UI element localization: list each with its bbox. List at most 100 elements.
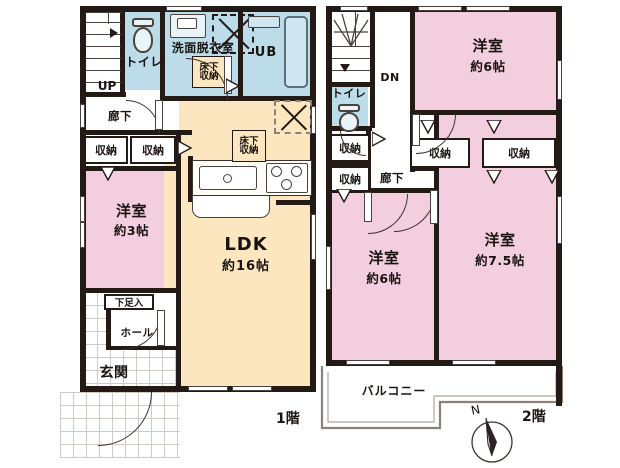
window-1f-east-a — [311, 106, 316, 134]
closet-marker-2e — [486, 170, 502, 184]
room-bed-north-6jo — [414, 10, 562, 114]
label-balcony: バルコニー — [344, 384, 444, 398]
label-hall-1f: ホール — [112, 327, 162, 340]
label-corridor-2f-text: 廊下 — [380, 171, 404, 185]
wall-1f-hall-west — [106, 310, 111, 350]
label-corridor-1f-text: 廊下 — [108, 109, 132, 123]
stair-direction-arrow-2f — [340, 64, 350, 72]
label-bed-south-name: 洋室 — [368, 249, 400, 267]
door-leaf-hall-1f — [157, 310, 165, 346]
door-leaf-bed-south-2f — [364, 192, 372, 222]
label-toilet-2f: トイレ — [330, 87, 368, 100]
label-washroom: 洗面脱衣室 — [160, 41, 246, 55]
wall-2f-bed-north-south — [410, 110, 562, 115]
wall-1f-east — [310, 6, 316, 392]
toilet-bowl-2f — [339, 112, 359, 132]
flow-marker-washroom — [226, 78, 240, 94]
label-bed-east-size: 約7.5帖 — [475, 252, 525, 268]
underfloor-storage-ldk[interactable]: 床下 収納 — [232, 130, 266, 162]
closet-marker-2c — [420, 120, 436, 134]
ldk-ceiling-access — [274, 100, 312, 134]
staircase-2f — [332, 12, 370, 82]
wall-2f-corridor-south — [326, 188, 438, 193]
floor-tag-2f: 2階 — [522, 406, 546, 426]
wall-2f-stair-east — [370, 6, 375, 128]
wall-kitchen-east — [276, 200, 312, 205]
window-1f-south-b — [232, 386, 272, 391]
label-bed-east-name: 洋室 — [484, 231, 516, 249]
wall-2f-south — [326, 360, 562, 366]
label-toilet-1f: トイレ — [124, 55, 164, 69]
closet-2f-b[interactable]: 収納 — [330, 166, 370, 192]
room-washitsu-3jo — [84, 170, 179, 290]
wall-1f-ldk-west-upper — [176, 130, 181, 200]
toilet-tank-2f — [338, 104, 360, 112]
flow-marker-washitsu — [100, 167, 116, 181]
wall-1f-toilet-west — [120, 6, 125, 92]
room-stair-landing-2f — [374, 10, 414, 122]
stove-burner-3 — [281, 179, 292, 190]
closet-2f-d[interactable]: 収納 — [482, 138, 556, 168]
kitchen-sink-drain — [223, 174, 232, 183]
window-1f-south-a — [188, 386, 228, 391]
wall-2f-toilet-north — [326, 82, 372, 87]
wall-1f-stair-south — [80, 92, 126, 97]
wall-1f-toilet-east — [160, 6, 165, 100]
window-1f-north-a — [166, 6, 202, 11]
label-stair-dn-2f: DN — [376, 71, 404, 84]
stair-edge-1f — [86, 12, 122, 14]
label-ldk: LDK 約16帖 — [184, 234, 308, 275]
wall-2f-closet-a-south — [326, 162, 370, 167]
bathtub-1f — [284, 16, 308, 88]
closet-marker-2d — [486, 120, 502, 134]
window-1f-east-b — [311, 214, 316, 260]
wall-2f-west — [326, 6, 332, 366]
closet-1f-b[interactable]: 収納 — [130, 136, 176, 164]
label-bed-east-7p5jo: 洋室 約7.5帖 — [438, 232, 562, 268]
wall-1f-washitsu-south — [80, 288, 181, 293]
door-leaf-bed-east-2f — [430, 190, 438, 224]
label-stair-up-1f: UP — [92, 79, 122, 93]
window-2f-north-a — [340, 6, 368, 11]
window-1f-west-c — [80, 222, 85, 248]
label-genkan-text: 玄関 — [99, 365, 129, 381]
label-unitbath: UB — [244, 45, 288, 61]
label-stair-up-1f-text: UP — [97, 79, 117, 93]
label-bed-north-name: 洋室 — [472, 37, 504, 55]
closet-marker-2a — [336, 189, 352, 203]
label-washitsu-3jo: 洋室 約3帖 — [84, 203, 179, 238]
label-washitsu-3jo-name: 洋室 — [115, 202, 147, 220]
wall-2f-balcony-east — [556, 360, 562, 406]
stove-burner-1 — [271, 166, 282, 177]
wall-2f-bed-north-west — [410, 6, 415, 124]
stair-direction-arrow-1f — [110, 28, 118, 38]
window-2f-east-b — [557, 196, 562, 244]
ufs-ldk-line1: 床下 — [239, 135, 259, 147]
wall-1f-hall-south — [106, 346, 180, 350]
closet-2f-c-label: 収納 — [429, 147, 451, 160]
window-2f-north-c — [466, 6, 510, 11]
ufs-ldk-line2: 収納 — [239, 145, 259, 156]
wall-2f-east — [556, 6, 562, 366]
label-unitbath-text: UB — [254, 45, 278, 60]
closet-1f-a-label: 収納 — [95, 144, 117, 157]
toilet-bowl-1f — [133, 27, 153, 53]
floor-tag-2f-text: 2階 — [522, 409, 546, 425]
wall-1f-closet-south — [80, 166, 180, 171]
label-hall-1f-text: ホール — [120, 327, 154, 339]
vanity-basin — [177, 18, 197, 29]
wall-2f-bed-east-west — [434, 114, 439, 360]
label-toilet-2f-text: トイレ — [331, 87, 367, 100]
wall-1f-genkan-east — [176, 292, 181, 390]
kitchen-counter-front — [192, 196, 270, 218]
label-corridor-1f: 廊下 — [98, 110, 142, 123]
window-1f-west-b — [80, 196, 85, 222]
shoe-cabinet[interactable]: 下足入 — [104, 294, 154, 310]
closet-1f-a[interactable]: 収納 — [84, 136, 128, 164]
label-ldk-size: 約16帖 — [221, 259, 271, 275]
window-2f-north-b — [418, 6, 462, 11]
closet-marker-2f — [544, 170, 560, 184]
wall-kitchen-partition — [188, 156, 193, 202]
door-leaf-bed-north-2f — [412, 114, 420, 146]
floor-tag-1f: 1階 — [276, 408, 300, 428]
